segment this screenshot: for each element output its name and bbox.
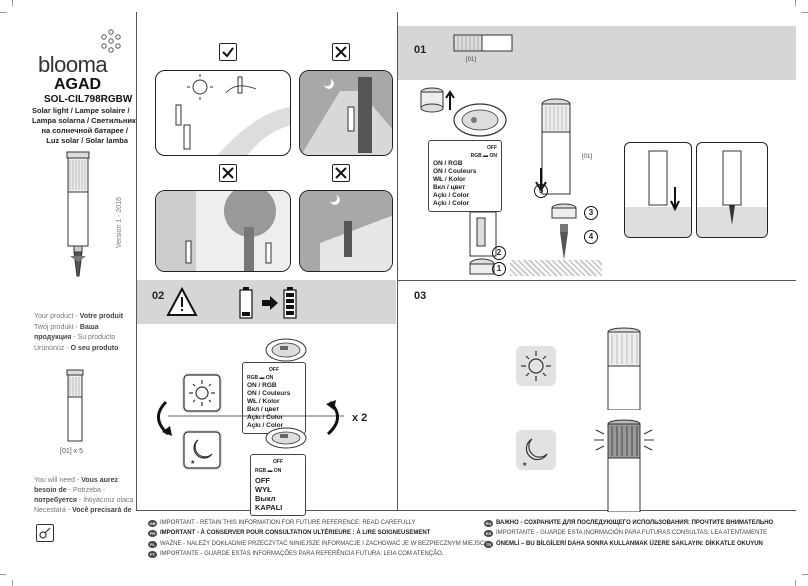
switch-card-off: OFF RGB ▬ ON OFF WYŁ Выкл KAPALI bbox=[250, 454, 306, 516]
step-3-badge: 3 bbox=[584, 206, 598, 220]
crop-mark bbox=[0, 12, 6, 13]
description-line: Solar light / Lampe solaire / bbox=[32, 106, 130, 115]
moon-mode-icon: ★ bbox=[182, 430, 222, 470]
lamp-night-illustration bbox=[594, 419, 654, 512]
under-tree-scene bbox=[155, 190, 291, 272]
lamp-part-illustration bbox=[66, 369, 84, 442]
step-1-badge: 1 bbox=[492, 262, 506, 276]
crop-mark bbox=[12, 580, 13, 586]
section-02-title: 02 bbox=[152, 290, 165, 302]
lamp-lying-illustration bbox=[453, 34, 513, 52]
description-line: Luz solar / Solar lamba bbox=[46, 136, 128, 145]
tool-icon bbox=[36, 524, 54, 542]
lamp-head-switch-illustration bbox=[265, 338, 307, 362]
battery-charge-icon bbox=[239, 287, 297, 319]
crop-mark bbox=[802, 574, 808, 575]
product-code: SOL-CIL798RGBW bbox=[44, 94, 133, 105]
moon-mode-icon: ★ bbox=[516, 430, 556, 470]
product-model: AGAD bbox=[54, 76, 102, 93]
version-label: Version 1 - 2016 bbox=[116, 197, 123, 248]
part-label: [01] bbox=[466, 57, 477, 63]
shaded-placement-scene bbox=[299, 70, 393, 156]
you-will-need-text: You will need - Vous aurez besoin de - P… bbox=[34, 477, 134, 514]
crop-mark bbox=[802, 12, 808, 13]
brand-logo-icon bbox=[101, 29, 121, 53]
section-03-title: 03 bbox=[414, 290, 427, 302]
step-5-badge: 5 bbox=[534, 184, 548, 198]
sunny-placement-scene bbox=[155, 70, 291, 156]
product-info-column: blooma AGAD SOL-CIL798RGBW Solar light /… bbox=[0, 0, 136, 586]
section-01-title: 01 bbox=[414, 44, 427, 56]
svg-text:★: ★ bbox=[522, 461, 527, 468]
lit-area-scene bbox=[299, 190, 393, 272]
crop-mark bbox=[0, 574, 6, 575]
lamp-day-illustration bbox=[607, 327, 641, 410]
cross-box-icon bbox=[332, 164, 350, 182]
product-quantity: [01] x 5 bbox=[60, 448, 83, 455]
repeat-count: x 2 bbox=[352, 412, 368, 424]
cycle-arrows-icon bbox=[157, 400, 344, 436]
product-description: Solar light / Lampe solaire / Lampa sola… bbox=[32, 106, 136, 146]
lamp-tube-illustration bbox=[541, 98, 571, 195]
stake-illustration bbox=[551, 203, 577, 260]
your-product-text: Your product - Votre produit Twój produk… bbox=[34, 313, 124, 352]
warning-icon bbox=[166, 287, 198, 316]
part-label: [01] bbox=[582, 154, 593, 160]
footer-divider bbox=[136, 510, 796, 511]
check-box-icon bbox=[219, 43, 237, 61]
solar-lamp-illustration bbox=[66, 151, 90, 277]
brand-name: blooma bbox=[38, 52, 108, 77]
lamp-head-switch-illustration bbox=[265, 427, 307, 449]
column-divider bbox=[136, 12, 137, 510]
sun-mode-icon bbox=[516, 346, 556, 386]
lamp-cap-illustration bbox=[420, 87, 455, 113]
soil-ground bbox=[510, 260, 602, 276]
cross-box-icon bbox=[332, 43, 350, 61]
crop-mark bbox=[12, 0, 13, 6]
step-2-badge: 2 bbox=[492, 246, 506, 260]
switch-card-on: OFF RGB ▬ ON ON / RGB ON / Couleurs WŁ /… bbox=[242, 362, 306, 434]
section-divider bbox=[398, 280, 796, 281]
crop-mark bbox=[795, 0, 796, 6]
sun-mode-icon bbox=[182, 373, 222, 413]
battery-insert-illustration bbox=[469, 211, 497, 275]
lamp-head-top-illustration bbox=[453, 103, 507, 137]
column-divider bbox=[397, 12, 398, 510]
svg-text:★: ★ bbox=[190, 459, 195, 466]
description-line: на солнечной батарее / bbox=[41, 126, 128, 135]
cross-box-icon bbox=[219, 164, 237, 182]
wrong-install-scene bbox=[624, 142, 692, 238]
step-4-badge: 4 bbox=[584, 230, 598, 244]
crop-mark bbox=[795, 580, 796, 586]
description-line: Lampa solarna / Светильник bbox=[32, 116, 136, 125]
switch-card-main: OFF RGB ▬ ON ON / RGB ON / Couleurs WŁ /… bbox=[428, 140, 502, 212]
correct-install-scene bbox=[696, 142, 768, 238]
